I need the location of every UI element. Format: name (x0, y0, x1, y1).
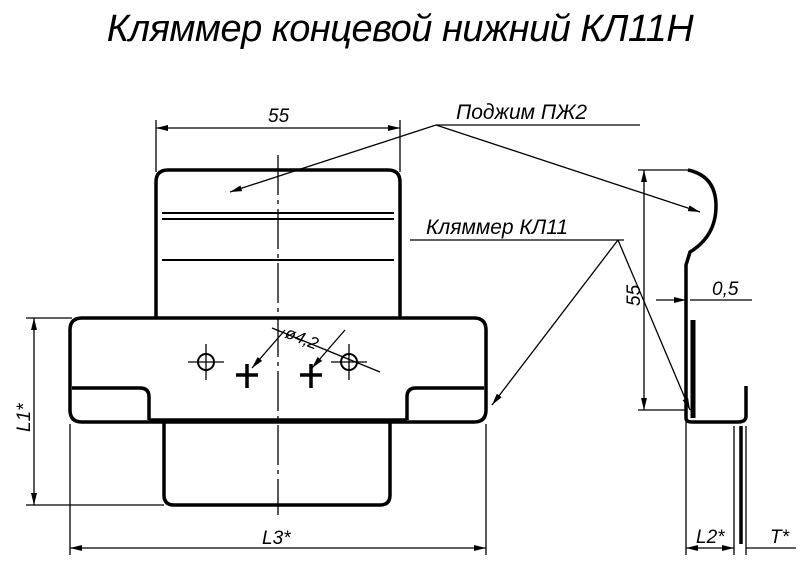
callout-klammer-label: Кляммер КЛ11 (426, 216, 568, 239)
dimension-side-height-label: 55 (624, 284, 645, 306)
dimension-l1 (26, 317, 164, 506)
dimension-thickness-label: 0,5 (712, 279, 739, 300)
dimension-l2-label: L2* (696, 527, 725, 548)
dimension-l3-label: L3* (262, 528, 291, 549)
dimension-l1-label: L1* (14, 403, 35, 432)
drawing-title: Кляммер концевой нижний КЛ11Н (106, 8, 694, 50)
dimension-t-label: T* (770, 527, 790, 548)
callout-clamp-label: Поджим ПЖ2 (456, 101, 587, 124)
dimension-width-top-label: 55 (268, 106, 290, 127)
hole-dim-line (271, 327, 381, 373)
dimension-l3 (69, 424, 487, 555)
side-view-profile (684, 168, 748, 555)
mounting-hole-right (331, 344, 367, 380)
dimension-width-top (155, 120, 401, 172)
mounting-hole-left (188, 344, 224, 380)
hole-leader-right (311, 329, 346, 369)
callout-clamp (229, 124, 701, 213)
hole-diameter-label: ø4,2 (283, 323, 322, 354)
dimension-side-height (638, 169, 690, 411)
rivet-mark-left (236, 364, 258, 388)
hole-leader-left (251, 329, 286, 369)
callout-klammer (410, 239, 691, 411)
klammer-base-front (68, 316, 488, 507)
rivet-mark-right (300, 364, 322, 388)
